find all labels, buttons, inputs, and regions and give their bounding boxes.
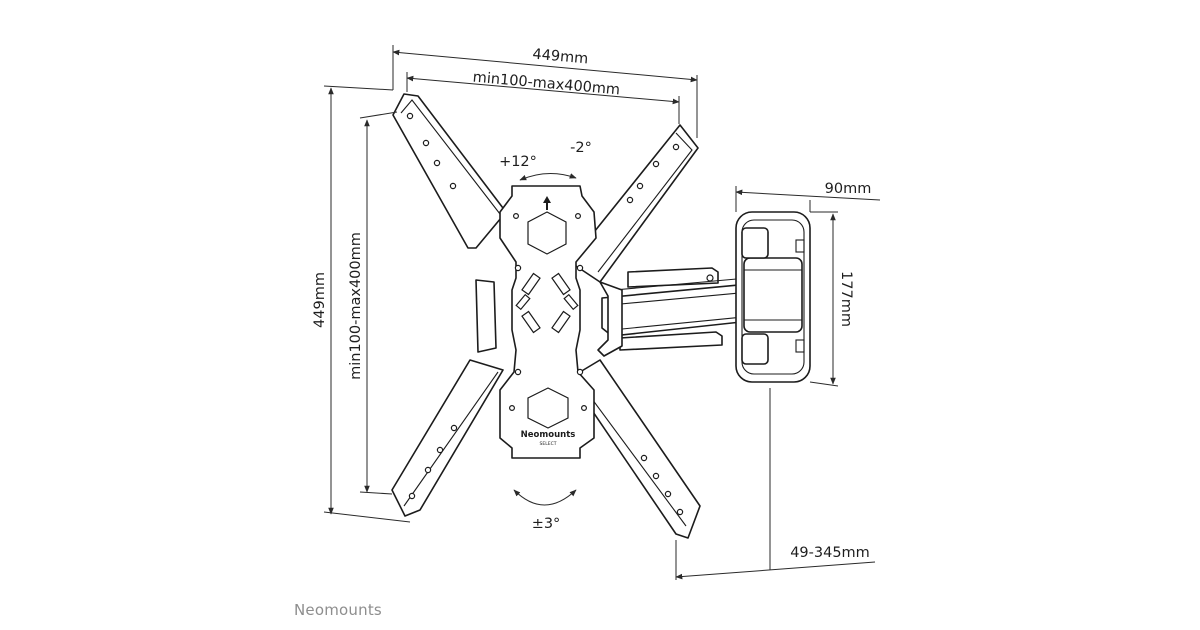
vesa-arm-bottom-right <box>569 359 701 539</box>
brand-logo-text: Neomounts <box>294 601 382 619</box>
overall-width-label: 449mm <box>532 47 589 68</box>
plate-logo-sub: SELECT <box>540 441 557 447</box>
wall-plate-height-label: 177mm <box>838 271 854 327</box>
rotation-label: ±3° <box>532 516 561 532</box>
vesa-arm-bottom-left <box>391 359 504 517</box>
vesa-height-label: min100-max400mm <box>348 232 364 380</box>
tilt-down-label: -2° <box>570 140 592 156</box>
wall-distance-label: 49-345mm <box>790 545 870 561</box>
up-arrow-icon <box>543 196 551 210</box>
central-plate: Neomounts SELECT <box>499 185 597 459</box>
tilt-arrows <box>513 173 577 506</box>
plate-logo: Neomounts <box>521 430 576 440</box>
vesa-arm-top-left <box>392 93 507 249</box>
dimension-lines <box>323 45 881 580</box>
vesa-width-label: min100-max400mm <box>472 70 621 99</box>
rotation-arc-icon <box>513 489 577 506</box>
arm-side-tabs <box>475 279 623 357</box>
wall-plate-width-label: 90mm <box>825 181 872 197</box>
overall-height-label: 449mm <box>312 272 328 328</box>
wall-plate <box>735 211 811 383</box>
tilt-arc-icon <box>519 173 577 181</box>
tilt-up-label: +12° <box>499 154 537 170</box>
vesa-arm-top-right <box>569 124 699 283</box>
